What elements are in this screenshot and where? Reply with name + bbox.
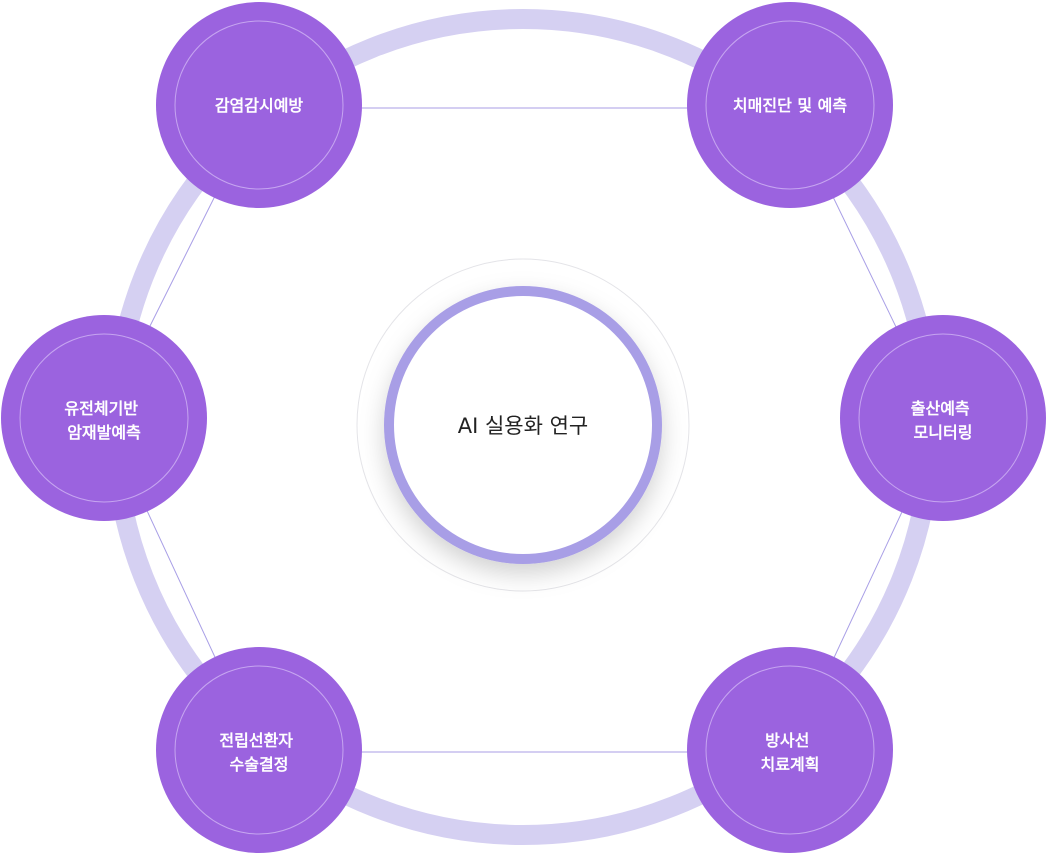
node-label-line: 방사선 [765, 731, 809, 750]
node-inner-ring [705, 665, 875, 835]
node-label-line: 수술결정 [230, 755, 289, 774]
node-circle [687, 2, 893, 208]
center-circle [384, 286, 662, 564]
node-circle [687, 647, 893, 853]
node-label: 치매진단 및 예측 [733, 96, 847, 115]
node-inner-ring [19, 333, 189, 503]
node-label: 전립선환자 수술결정 [219, 731, 298, 774]
node-label-line: 감염감시예방 [215, 96, 304, 115]
node-label-line: 치매진단 및 예측 [733, 96, 847, 115]
node-circle [840, 315, 1046, 521]
node-label-line: 유전체기반 [64, 399, 138, 418]
node-label-line: 암재발예측 [67, 423, 141, 442]
node-dementia: 치매진단 및 예측 [687, 2, 893, 208]
node-label: 방사선 치료계획 [761, 731, 820, 774]
node-label: 감염감시예방 [215, 96, 304, 115]
node-radiation: 방사선 치료계획 [687, 647, 893, 853]
node-label: 유전체기반 암재발예측 [64, 399, 143, 442]
node-inner-ring [174, 665, 344, 835]
node-prostate: 전립선환자 수술결정 [156, 647, 362, 853]
node-circle [156, 647, 362, 853]
node-genetic: 유전체기반 암재발예측 [1, 315, 207, 521]
center-label: AI 실용화 연구 [458, 414, 589, 438]
node-birth: 출산예측 모니터링 [840, 315, 1046, 521]
node-infection: 감염감시예방 [156, 2, 362, 208]
node-label-line: 출산예측 [911, 399, 970, 418]
node-label-line: 전립선환자 [219, 731, 293, 750]
node-label-line: 모니터링 [914, 423, 973, 442]
node-inner-ring [174, 20, 344, 190]
node-inner-ring [858, 333, 1028, 503]
node-inner-ring [705, 20, 875, 190]
node-label-line: 치료계획 [761, 755, 820, 774]
center-outer-ring [356, 258, 690, 592]
node-circle [156, 2, 362, 208]
node-circle [1, 315, 207, 521]
node-label: 출산예측 모니터링 [911, 399, 975, 442]
